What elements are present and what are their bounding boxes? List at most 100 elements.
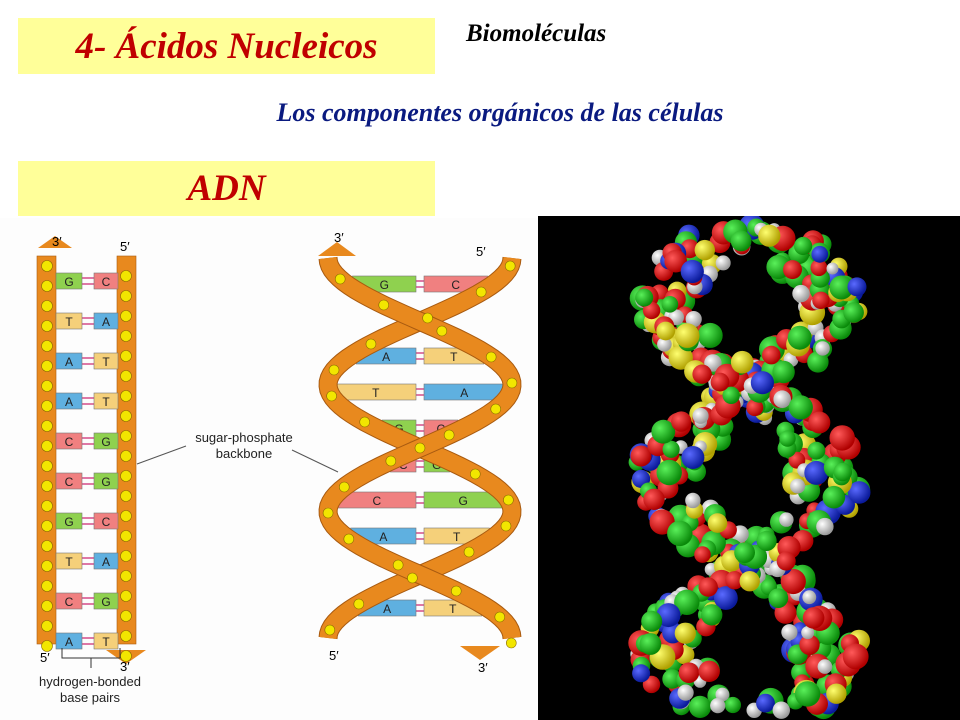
helix-base-left: T (335, 383, 417, 401)
atom-sphere (779, 512, 794, 527)
ladder-top-left-label: 3′ (52, 234, 62, 249)
ladder-phosphate (41, 480, 53, 492)
helix-phosphate (503, 494, 514, 506)
atom-sphere (750, 371, 774, 395)
atom-sphere (816, 517, 834, 536)
atom-sphere (799, 634, 820, 655)
ladder-phosphate (41, 420, 53, 432)
svg-text:A: A (65, 635, 73, 649)
atom-sphere (698, 577, 718, 597)
atom-sphere (801, 626, 815, 640)
svg-text:T: T (453, 530, 461, 544)
ladder-phosphate (41, 460, 53, 472)
atom-sphere (746, 399, 764, 417)
helix-phosphate (324, 624, 336, 636)
ladder-phosphate (120, 390, 132, 402)
svg-text:G: G (380, 278, 389, 292)
ladder-phosphate (41, 580, 53, 592)
ladder-phosphate (120, 570, 132, 582)
svg-text:T: T (65, 555, 73, 569)
atom-sphere (685, 311, 702, 328)
atom-sphere (734, 542, 755, 563)
atom-sphere (698, 660, 720, 682)
ladder-base-left: T (55, 312, 83, 330)
ladder-phosphate (120, 270, 132, 282)
svg-text:A: A (102, 315, 110, 329)
atom-sphere (674, 589, 700, 615)
helix-phosphate (469, 468, 481, 480)
ladder-base-left: A (55, 392, 83, 410)
atom-sphere (790, 478, 806, 494)
atom-sphere (656, 321, 676, 341)
ladder-phosphate (41, 400, 53, 412)
atom-sphere (674, 622, 696, 644)
ladder-phosphate (120, 370, 132, 382)
svg-text:A: A (65, 355, 73, 369)
ladder-base-left: C (55, 592, 83, 610)
atom-sphere (815, 341, 830, 356)
helix-phosphate (359, 416, 371, 428)
atom-sphere (772, 701, 790, 719)
atom-sphere (651, 419, 676, 444)
hbond-label-line1: hydrogen-bonded (39, 674, 141, 689)
atom-sphere (842, 643, 869, 670)
atom-sphere (685, 492, 701, 509)
helix-phosphate (500, 520, 512, 532)
ladder-phosphate (41, 620, 53, 632)
atom-sphere (802, 590, 817, 605)
svg-text:G: G (64, 515, 73, 529)
atom-sphere (794, 236, 813, 256)
atom-sphere (822, 485, 846, 509)
helix-phosphate (443, 429, 455, 441)
ladder-phosphate (41, 260, 53, 272)
atom-sphere (674, 323, 700, 348)
atom-sphere (768, 588, 789, 608)
svg-text:A: A (383, 602, 391, 616)
atom-sphere (707, 513, 728, 533)
atom-sphere (843, 302, 864, 323)
ladder-base-right: C (93, 272, 119, 290)
ladder-bottom-left-label: 5′ (40, 650, 50, 665)
helix-base-right: A (423, 383, 505, 401)
slide-title: 4- Ácidos Nucleicos (18, 18, 435, 74)
svg-text:A: A (460, 386, 468, 400)
helix-top-right-label: 5′ (476, 244, 486, 259)
atom-sphere (643, 488, 665, 510)
svg-text:C: C (372, 494, 381, 508)
helix-phosphate (414, 442, 426, 454)
atom-sphere (662, 440, 680, 458)
atom-sphere (715, 687, 730, 702)
hbond-label-line2: base pairs (60, 690, 120, 705)
svg-text:G: G (101, 435, 110, 449)
atom-sphere (783, 260, 802, 280)
helix-phosphate (343, 533, 355, 545)
svg-text:T: T (450, 350, 458, 364)
atom-sphere (710, 698, 726, 714)
atom-sphere (656, 459, 682, 486)
atom-sphere (779, 430, 796, 447)
helix-phosphate (378, 299, 390, 311)
helix-phosphate (475, 286, 487, 298)
ladder-phosphate (41, 540, 53, 552)
atom-sphere (724, 696, 741, 714)
svg-text:C: C (65, 475, 74, 489)
svg-text:T: T (449, 602, 457, 616)
helix-phosphate (385, 455, 397, 467)
ladder-phosphate (120, 430, 132, 442)
atom-sphere (772, 360, 795, 384)
ladder-phosphate (41, 640, 53, 652)
ladder-base-right: G (93, 432, 119, 450)
svg-text:C: C (102, 515, 111, 529)
atom-sphere (792, 284, 810, 303)
atom-sphere (780, 568, 806, 595)
atom-sphere (847, 481, 871, 504)
atom-sphere (641, 610, 663, 632)
helix-bottom-left-label: 5′ (329, 648, 339, 663)
ladder-phosphate (120, 590, 132, 602)
atom-sphere (677, 684, 694, 701)
ladder-base-right: G (93, 472, 119, 490)
atom-sphere (730, 230, 752, 252)
ladder-top-right-label: 5′ (120, 239, 130, 254)
